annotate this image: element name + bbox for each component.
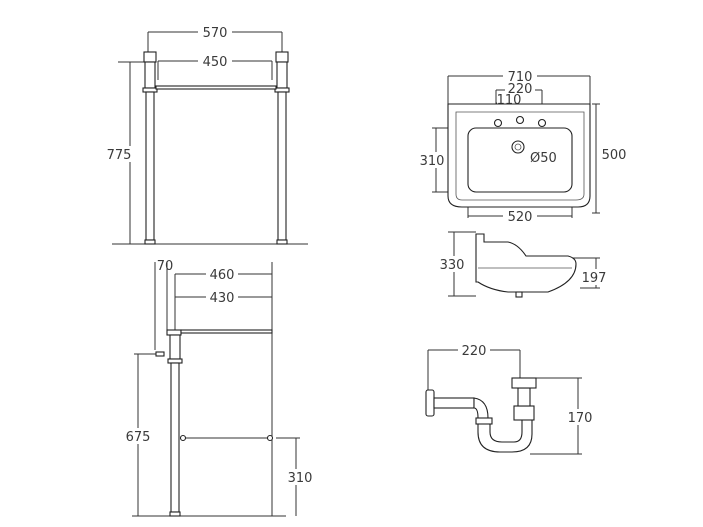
trap-outlet-pipe (433, 397, 475, 409)
basin-top-view: 710 220 110 500 310 520 (418, 68, 630, 225)
dim-waste: Ø50 (530, 151, 557, 166)
tap-hole-right (537, 118, 547, 128)
dim-310-side: 310 (288, 471, 313, 486)
trap-nut (513, 405, 535, 421)
side-shelf (180, 329, 273, 334)
dim-675: 675 (126, 430, 151, 445)
dim-330: 330 (440, 258, 465, 273)
side-leg (170, 362, 180, 513)
tap-hole-center (515, 115, 525, 125)
left-leg-cap (143, 51, 157, 63)
tap-hole-left (493, 118, 503, 128)
trap-u-bend (477, 419, 533, 453)
dim-460: 460 (210, 268, 235, 283)
trap-wall-flange (425, 389, 435, 417)
right-leg (277, 91, 287, 241)
dim-430: 430 (210, 291, 235, 306)
trap-tailpiece (517, 387, 531, 407)
dim-70: 70 (157, 259, 174, 274)
dim-170: 170 (568, 411, 593, 426)
dim-500: 500 (602, 148, 627, 163)
dim-450: 450 (203, 55, 228, 70)
side-leg-cap (166, 329, 182, 336)
basin-side-view: 330 197 (438, 231, 610, 298)
dim-197: 197 (582, 271, 607, 286)
right-leg-cap (275, 51, 289, 63)
dim-570: 570 (203, 26, 228, 41)
dim-220-taps: 220 (508, 82, 533, 97)
dim-775: 775 (107, 148, 132, 163)
front-shelf (155, 85, 277, 90)
side-view: 70 460 430 675 310 (122, 259, 316, 517)
left-leg (145, 91, 155, 241)
front-view: 570 450 775 (104, 24, 308, 245)
dim-310-bowl: 310 (420, 154, 445, 169)
trap-top-nut (511, 377, 537, 389)
basin-bowl (467, 127, 573, 193)
dim-520: 520 (508, 210, 533, 225)
dim-220-trap: 220 (462, 344, 487, 359)
waste-outlet (511, 140, 525, 154)
bottle-trap: 220 170 (425, 342, 596, 455)
basin-side-profile (475, 233, 577, 293)
